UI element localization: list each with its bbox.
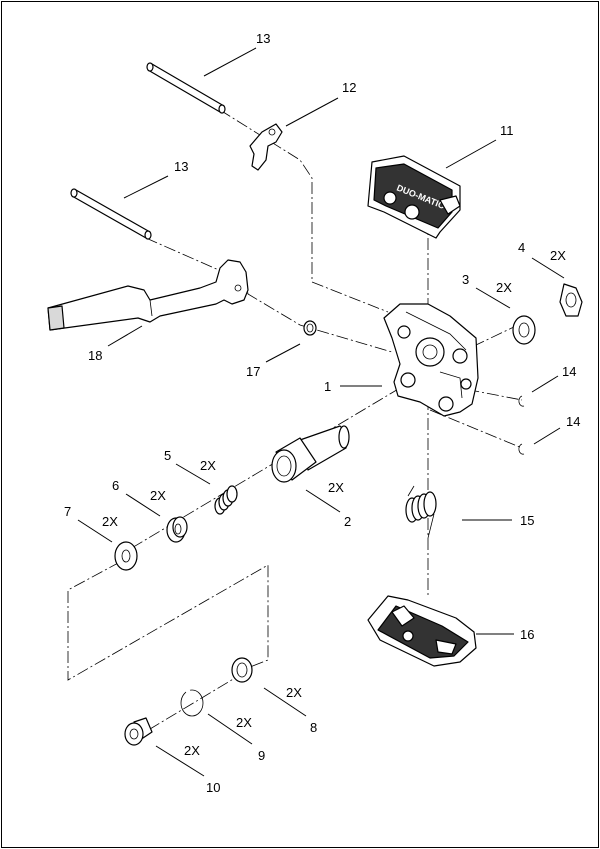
callout-numbers: 13 12 11 13 4 3 18 17 14 1 14 5 6 2 7 15… [64,31,580,795]
callout-7: 7 [64,504,71,519]
leader-2 [305,489,341,513]
callout-11: 11 [500,123,514,138]
callout-15: 15 [520,513,534,528]
part-15-torsion-spring [405,485,437,539]
callout-4: 4 [518,240,525,255]
callout-13-upper: 13 [256,31,270,46]
part-13-lower-pin [70,188,152,240]
callout-17: 17 [246,364,260,379]
qty-6: 2X [150,488,166,503]
leader-14b [533,427,561,445]
callout-5: 5 [164,448,171,463]
part-6-coil [166,516,188,543]
qty-2: 2X [328,480,344,495]
leader-6 [125,493,161,517]
qty-4: 2X [550,248,566,263]
leader-lines [77,47,565,777]
leader-9 [207,713,253,745]
leader-4 [531,257,565,279]
callout-6: 6 [112,478,119,493]
qty-5: 2X [200,458,216,473]
callout-10: 10 [206,780,220,795]
callout-18: 18 [88,348,102,363]
qty-8: 2X [286,685,302,700]
part-14-clip-lower [518,443,525,455]
leader-10 [155,745,205,777]
qty-3: 2X [496,280,512,295]
leader-7 [77,519,113,543]
part-17-spring [303,320,317,336]
quantity-labels: 2X 2X 2X 2X 2X 2X 2X 2X 2X [102,248,566,758]
qty-10: 2X [184,743,200,758]
qty-9: 2X [236,715,252,730]
leader-18 [107,325,143,347]
part-5-spring [214,485,238,515]
leader-5 [175,463,211,485]
part-16-base [367,595,477,667]
leader-17 [265,343,301,363]
leader-13b [123,175,169,199]
leader-8 [263,687,307,717]
part-13-upper-pin [146,62,226,114]
callout-13-lower: 13 [174,159,188,174]
leader-3 [475,287,511,309]
part-18-handle [47,259,249,331]
leader-11 [445,139,497,169]
part-9-snap-ring [180,688,204,717]
callout-12: 12 [342,80,356,95]
callout-2: 2 [344,514,351,529]
leader-12 [285,97,339,127]
part-12-cam [249,123,283,171]
part-7-washer [114,541,138,571]
part-11-cover: DUO-MATIC [367,155,461,239]
callout-16: 16 [520,627,534,642]
callout-8: 8 [310,720,317,735]
callout-9: 9 [258,748,265,763]
callout-3: 3 [462,272,469,287]
part-8-washer [231,657,253,683]
callout-1: 1 [324,379,331,394]
part-10-knob [124,717,153,746]
part-2-plunger [271,425,350,483]
part-4-nut [559,283,583,317]
part-14-clip-upper [518,395,525,407]
part-3-washer [512,315,536,345]
callout-14-lower: 14 [566,414,580,429]
qty-7: 2X [102,514,118,529]
leader-14a [531,375,559,393]
part-1-main-body [383,303,479,417]
callout-14-upper: 14 [562,364,576,379]
leader-13a [203,47,257,77]
